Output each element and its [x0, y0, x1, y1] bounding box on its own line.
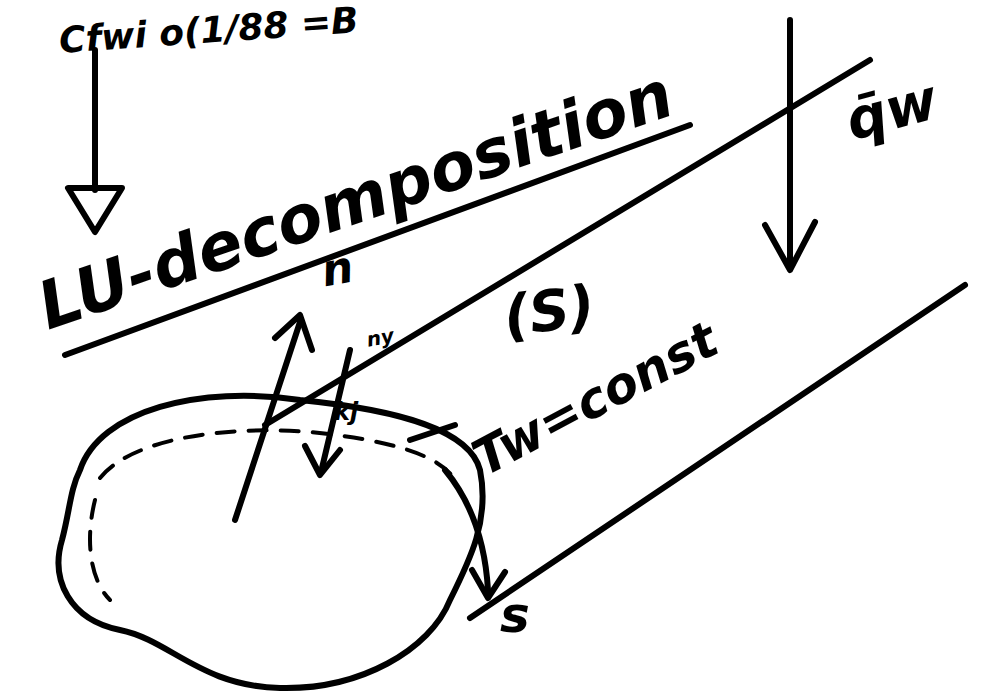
- down-arrow-head: [68, 188, 122, 232]
- cross-section-inner-dashed: [100, 430, 455, 480]
- cross-section-outline: [59, 396, 483, 688]
- vector-arrowhead: [305, 446, 340, 475]
- heat-flux-label: q̄w: [840, 71, 943, 149]
- surface-label: (S): [500, 277, 598, 345]
- component-label: ny: [365, 325, 395, 349]
- heat-flux-arrowhead: [765, 222, 815, 270]
- arc-length-label: s: [500, 590, 530, 640]
- leader-line: [410, 425, 455, 440]
- heat-flux-arrow: [787, 20, 793, 265]
- formula-note: Cfwi o(1/88 =B: [58, 2, 360, 59]
- vector-label: kj: [334, 400, 358, 424]
- down-arrow-shaft: [92, 50, 98, 190]
- normal-vector: [235, 322, 300, 520]
- cross-section-inner-dashed: [90, 500, 110, 600]
- arc-length-arrow: [445, 470, 488, 590]
- normal-arrowhead: [275, 315, 312, 350]
- wall-temperature-label: Tw=const: [465, 314, 726, 484]
